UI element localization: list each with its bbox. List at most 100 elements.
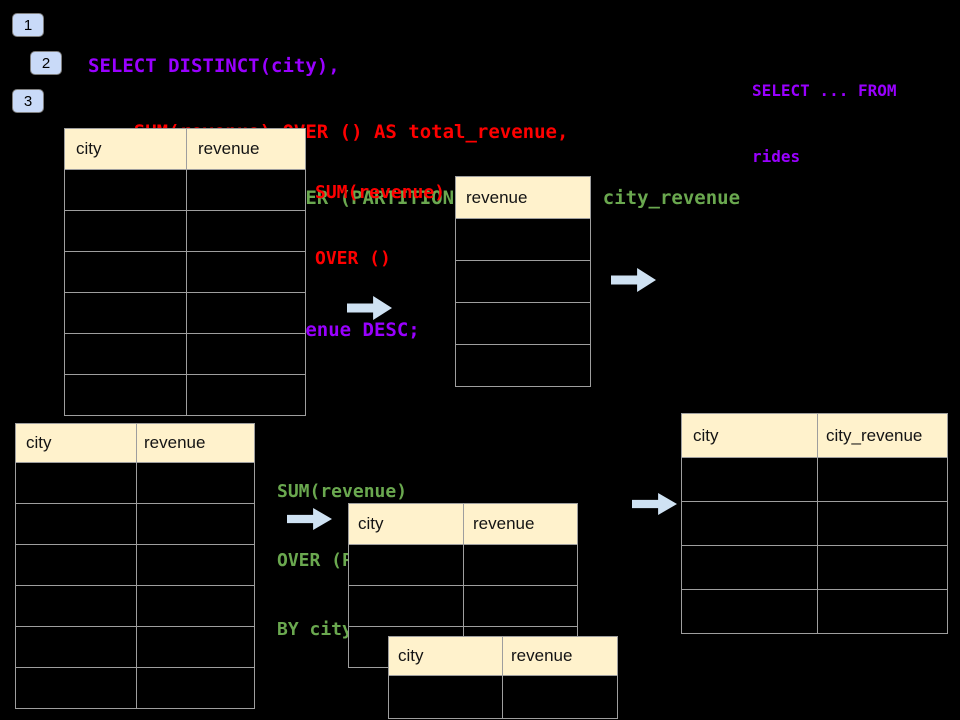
table-cell <box>136 503 255 545</box>
table-cell <box>136 626 255 668</box>
table-body <box>681 457 948 634</box>
table-row <box>15 667 255 709</box>
side-code-line-2: rides <box>752 147 801 166</box>
table-body <box>455 218 591 387</box>
table-cell <box>348 544 464 586</box>
column-header-revenue: revenue <box>455 176 591 219</box>
column-header-revenue: revenue <box>136 423 255 463</box>
table-cell <box>463 585 578 627</box>
table-cell <box>388 675 503 719</box>
table-row <box>15 544 255 586</box>
table-cell <box>348 585 464 627</box>
table-cell <box>64 374 187 416</box>
table-row <box>64 333 306 375</box>
table-row <box>388 675 618 719</box>
table-row <box>64 169 306 211</box>
table-row <box>681 589 948 634</box>
table-cell <box>817 501 948 546</box>
step-badge-3: 3 <box>12 89 44 113</box>
table-cell <box>681 589 818 634</box>
table-cell <box>15 462 137 504</box>
table-cell <box>64 169 187 211</box>
table-cell <box>136 667 255 709</box>
annotation-total-line-1: SUM(revenue) <box>315 182 446 203</box>
column-header-city: city <box>348 503 464 545</box>
flow-arrow-partition-result-icon <box>632 493 677 515</box>
table-row <box>15 503 255 545</box>
table-row <box>681 457 948 502</box>
table-row <box>64 292 306 334</box>
table-total-revenue-result: revenue <box>455 176 591 387</box>
table-row <box>15 462 255 504</box>
table-header-row: revenue <box>455 176 591 219</box>
side-code-block: SELECT ... FROM rides <box>752 36 897 190</box>
table-row <box>64 210 306 252</box>
table-body <box>64 169 306 416</box>
table-row <box>64 374 306 416</box>
table-row <box>15 585 255 627</box>
column-header-revenue: revenue <box>463 503 578 545</box>
table-cell <box>15 544 137 586</box>
sql-line-select: SELECT DISTINCT(city), <box>88 55 340 77</box>
column-header-revenue: revenue <box>502 636 618 676</box>
column-header-city: city <box>681 413 818 458</box>
table-cell <box>186 210 306 252</box>
table-cell <box>463 544 578 586</box>
table-cell <box>186 333 306 375</box>
table-header-row: city city_revenue <box>681 413 948 458</box>
table-cell <box>186 169 306 211</box>
table-row <box>15 626 255 668</box>
table-header-row: city revenue <box>64 128 306 170</box>
table-header-row: city revenue <box>15 423 255 463</box>
table-cell <box>817 457 948 502</box>
table-cell <box>455 344 591 387</box>
table-header-row: city revenue <box>388 636 618 676</box>
annotation-total-revenue: SUM(revenue) OVER () <box>315 138 445 292</box>
table-cell <box>64 333 187 375</box>
table-source-bottom: city revenue <box>15 423 255 709</box>
table-row <box>681 545 948 590</box>
column-header-city: city <box>15 423 137 463</box>
table-cell <box>817 545 948 590</box>
table-cell <box>681 545 818 590</box>
column-header-city-revenue: city_revenue <box>817 413 948 458</box>
table-cell <box>681 501 818 546</box>
table-row <box>455 302 591 345</box>
step-badge-1: 1 <box>12 13 44 37</box>
table-row <box>455 344 591 387</box>
step-badge-2: 2 <box>30 51 62 75</box>
table-cell <box>186 374 306 416</box>
table-cell <box>64 210 187 252</box>
column-header-revenue: revenue <box>186 128 306 170</box>
table-body <box>15 462 255 709</box>
table-cell <box>15 585 137 627</box>
table-cell <box>455 260 591 303</box>
side-code-line-1: SELECT ... FROM <box>752 81 897 100</box>
table-row <box>455 260 591 303</box>
table-cell <box>15 503 137 545</box>
table-city-revenue-result: city city_revenue <box>681 413 948 634</box>
table-cell <box>15 626 137 668</box>
table-row <box>681 501 948 546</box>
table-row <box>348 585 578 627</box>
table-cell <box>186 292 306 334</box>
table-cell <box>136 585 255 627</box>
column-header-city: city <box>64 128 187 170</box>
table-cell <box>502 675 618 719</box>
table-cell <box>455 302 591 345</box>
table-cell <box>186 251 306 293</box>
table-cell <box>136 544 255 586</box>
column-header-city: city <box>388 636 503 676</box>
table-body <box>388 675 618 719</box>
table-cell <box>64 292 187 334</box>
table-cell <box>455 218 591 261</box>
table-row <box>64 251 306 293</box>
annotation-total-line-2: OVER () <box>315 248 391 269</box>
table-source-top: city revenue <box>64 128 306 416</box>
table-cell <box>136 462 255 504</box>
table-partition-group-back: city revenue <box>388 636 618 719</box>
table-cell <box>817 589 948 634</box>
table-cell <box>681 457 818 502</box>
table-cell <box>15 667 137 709</box>
table-row <box>348 544 578 586</box>
